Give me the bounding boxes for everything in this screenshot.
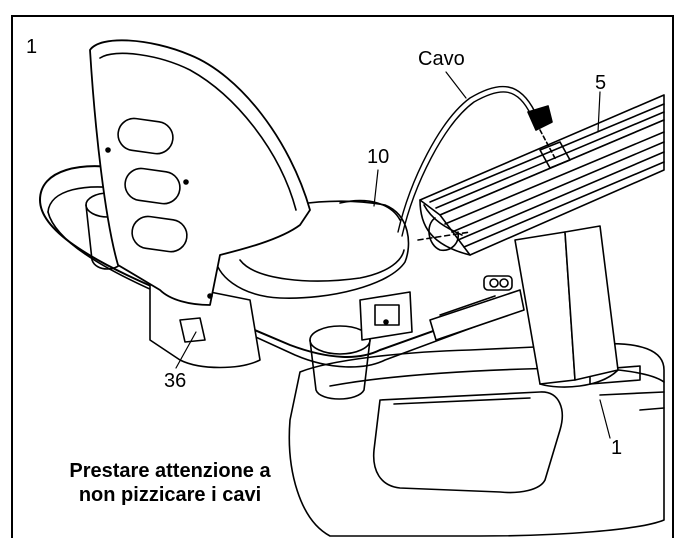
cable-label: Cavo <box>418 48 465 70</box>
upright-post <box>514 225 619 388</box>
cup-holder-right <box>309 325 371 400</box>
seat-back <box>89 39 311 306</box>
base-frame <box>288 342 665 537</box>
part-1-label: 1 <box>611 437 623 459</box>
part-10-label: 10 <box>367 146 390 168</box>
cable <box>397 85 557 241</box>
leader-lines <box>175 71 611 439</box>
caution-line-2: non pizzicare i cavi <box>78 484 262 506</box>
part-5-label: 5 <box>595 72 607 94</box>
caution-line-1: Prestare attenzione a <box>69 460 271 482</box>
part-36-label: 36 <box>164 370 187 392</box>
caution-note: Prestare attenzione a non pizzicare i ca… <box>20 459 320 507</box>
seat-base <box>149 279 413 369</box>
figure-frame <box>11 15 674 538</box>
console-rail <box>419 94 665 256</box>
step-number: 1 <box>26 36 38 58</box>
